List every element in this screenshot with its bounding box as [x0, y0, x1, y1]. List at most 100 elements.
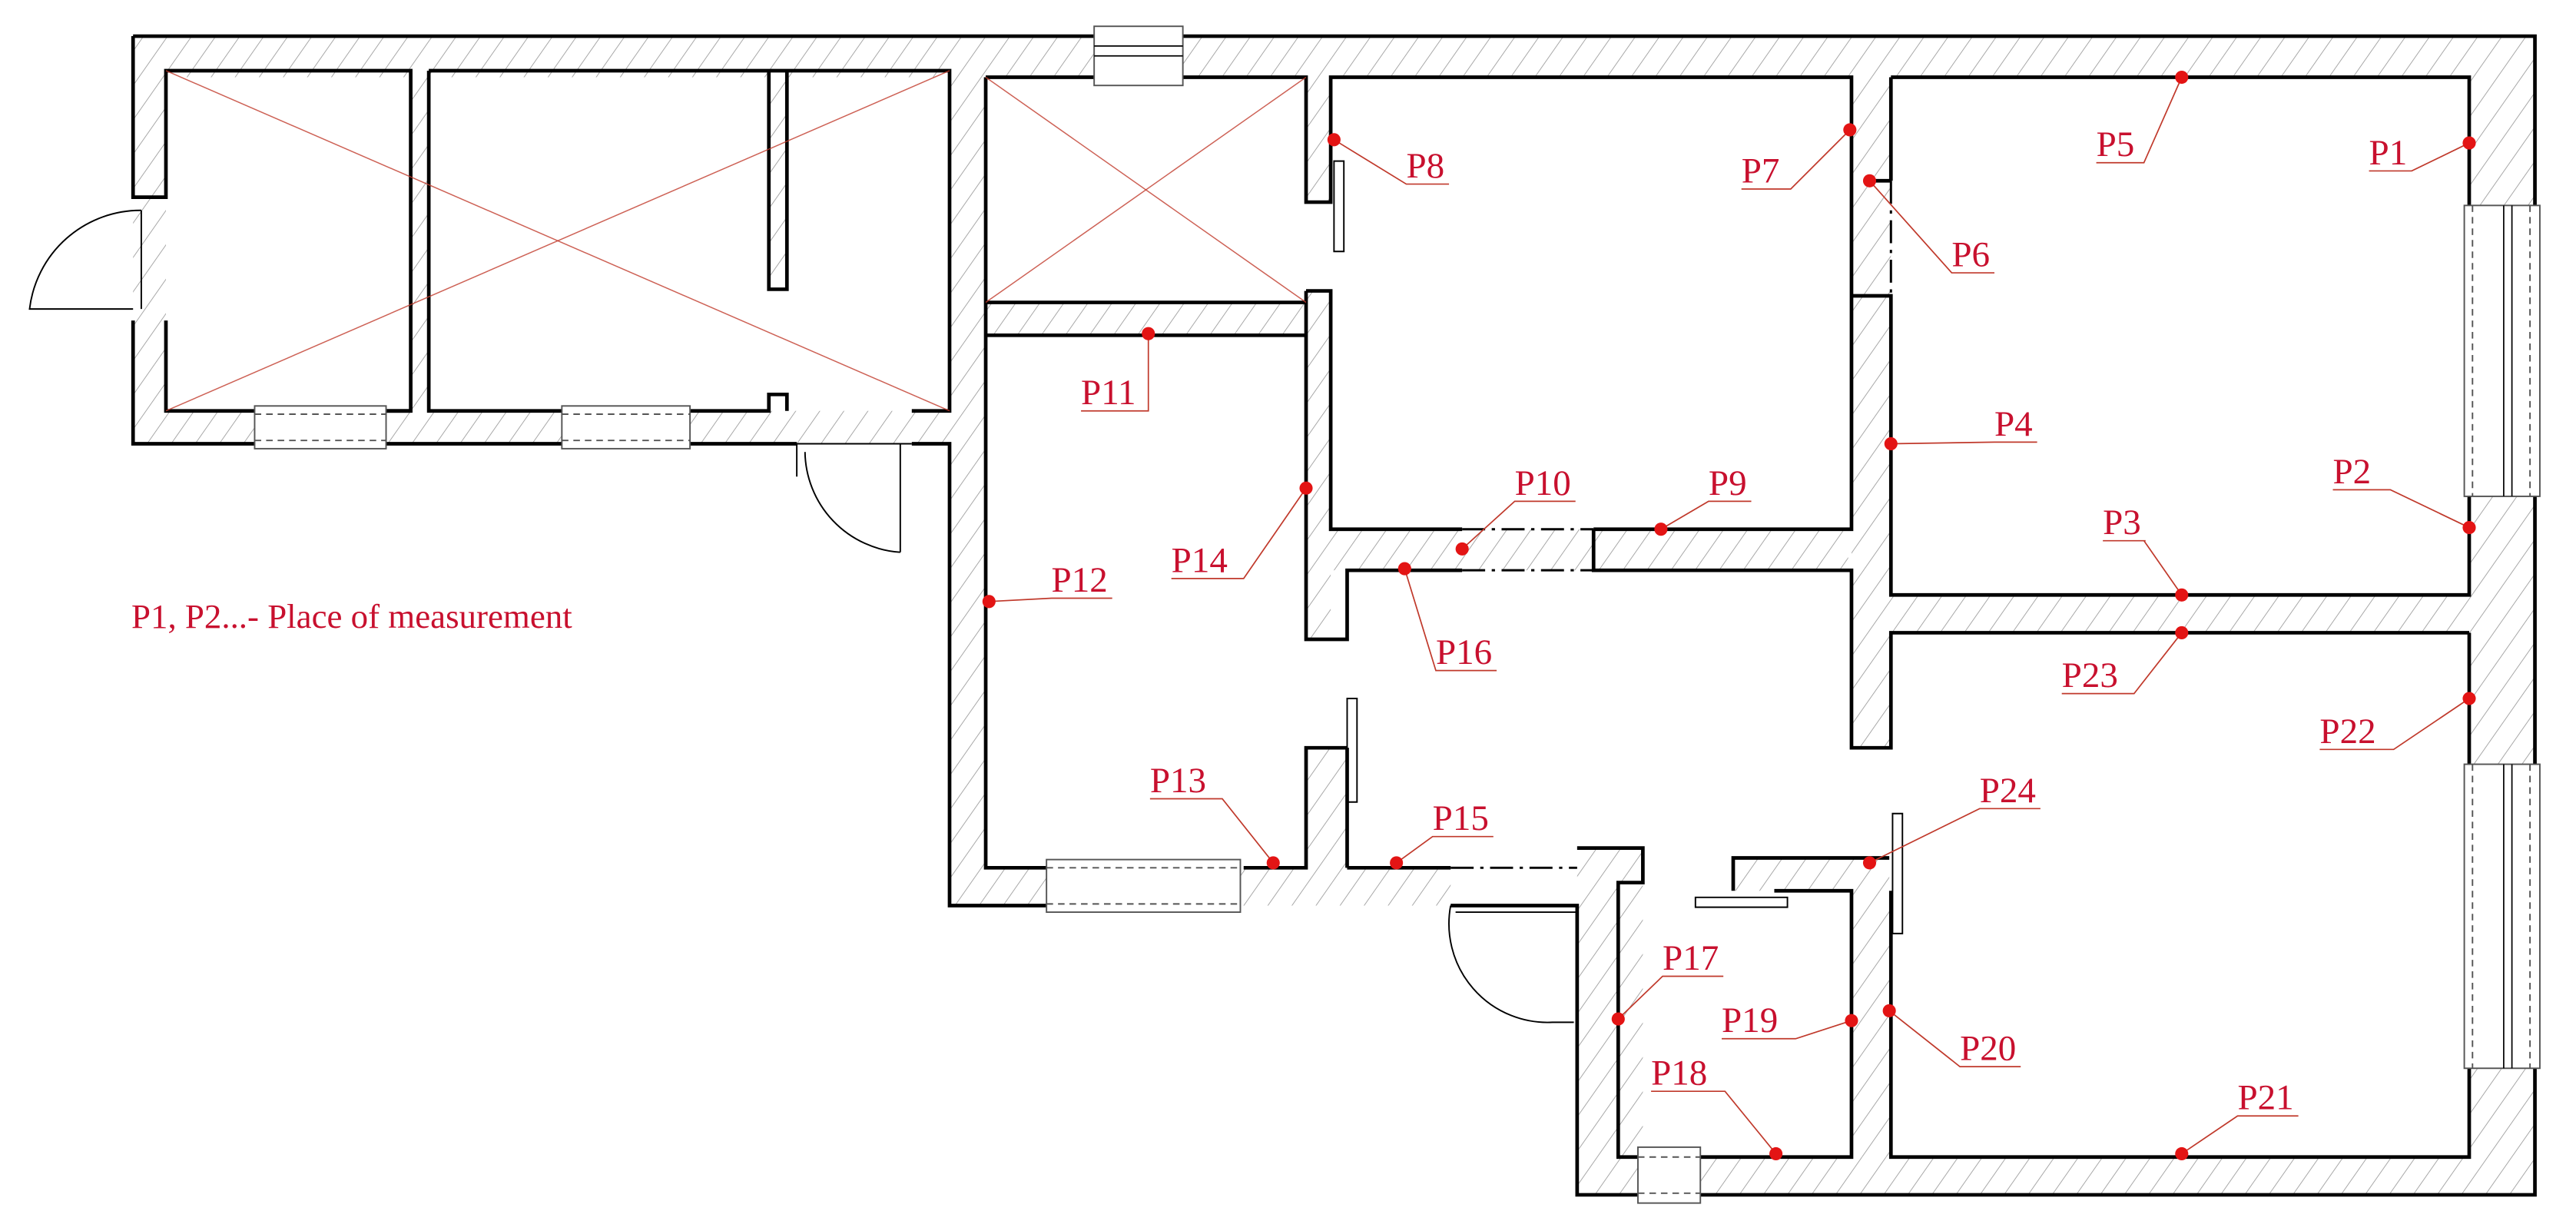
measurement-point-p8: P8 [1327, 133, 1450, 186]
leader-line [1404, 568, 1497, 672]
measurement-point-p23: P23 [2061, 625, 2189, 695]
measurement-point-p5: P5 [2096, 70, 2189, 164]
point-label: P1 [2369, 133, 2408, 173]
measurement-dot [1654, 523, 1668, 536]
walls [133, 36, 2535, 1195]
point-label: P22 [2319, 712, 2375, 752]
measurement-dot [2462, 136, 2476, 150]
measurement-point-p14: P14 [1171, 481, 1313, 580]
point-label: P17 [1663, 938, 1719, 978]
measurement-dot [2175, 70, 2189, 85]
point-label: P14 [1172, 540, 1228, 580]
measurement-point-p1: P1 [2369, 133, 2476, 173]
leader-line [1617, 975, 1724, 1020]
point-label: P16 [1436, 632, 1492, 672]
measurement-point-p11: P11 [1081, 327, 1155, 413]
leader-line [2332, 489, 2470, 529]
leader-line [2096, 77, 2183, 164]
leader-line [2181, 1115, 2299, 1155]
measurement-dot [1843, 123, 1857, 137]
measurement-dot [2175, 1146, 2189, 1161]
leader-line [1171, 487, 1307, 579]
leader-line [2061, 632, 2183, 695]
measurement-point-p21: P21 [2175, 1078, 2299, 1161]
measurement-dot [2175, 588, 2189, 602]
point-label: P4 [1994, 404, 2033, 444]
leader-line [1722, 1020, 1852, 1040]
point-label: P7 [1742, 151, 1780, 191]
doors [28, 160, 1904, 1024]
measurement-point-p16: P16 [1397, 562, 1497, 672]
leader-line [1081, 333, 1149, 412]
measurement-dot [982, 595, 996, 609]
leader-line [1461, 500, 1576, 550]
measurement-point-p10: P10 [1455, 463, 1576, 556]
point-label: P9 [1709, 463, 1747, 503]
point-label: P13 [1150, 761, 1206, 801]
leader-line [1660, 500, 1752, 530]
point-label: P11 [1081, 373, 1135, 413]
point-label: P2 [2333, 452, 2372, 492]
legend-text: P1, P2...- Place of measurement [131, 597, 572, 635]
wall-outlines [131, 34, 2537, 1197]
measurement-point-p6: P6 [1862, 174, 1995, 274]
measurement-point-p7: P7 [1741, 123, 1857, 191]
measurement-dot [1455, 542, 1469, 556]
windows [254, 25, 2541, 1204]
point-label: P3 [2103, 503, 2141, 543]
leader-line [2103, 539, 2183, 596]
leader-line [1868, 180, 1995, 274]
measurement-dot [1611, 1012, 1625, 1026]
measurement-dot [1845, 1014, 1858, 1027]
leader-line [1869, 808, 2041, 864]
measurement-dot [1142, 327, 1155, 340]
measurement-point-p20: P20 [1882, 1004, 2021, 1069]
measurement-dot [2462, 692, 2476, 705]
leader-line [989, 597, 1112, 602]
measurement-dot [2462, 521, 2476, 535]
measurement-point-p9: P9 [1654, 463, 1752, 536]
measurement-dot [1769, 1146, 1783, 1161]
measurement-point-p12: P12 [982, 560, 1112, 609]
point-label: P20 [1960, 1029, 2016, 1069]
measurement-point-p3: P3 [2103, 503, 2189, 602]
leader-line [2319, 698, 2470, 751]
point-label: P21 [2237, 1078, 2293, 1118]
measurement-dot [1862, 174, 1877, 187]
point-label: P15 [1433, 798, 1489, 838]
measurement-point-p18: P18 [1651, 1053, 1783, 1161]
measurement-point-p22: P22 [2319, 692, 2476, 752]
point-label: P5 [2097, 124, 2135, 164]
point-label: P19 [1722, 1000, 1778, 1040]
measurement-dot [1390, 856, 1404, 870]
measurement-point-p13: P13 [1149, 761, 1280, 870]
excluded-areas [165, 70, 1307, 412]
measurement-point-p4: P4 [1884, 404, 2037, 451]
measurement-point-p24: P24 [1862, 771, 2041, 870]
leader-line [1149, 798, 1274, 864]
measurement-dot [1882, 1004, 1896, 1017]
measurement-dot [1266, 856, 1280, 870]
point-label: P24 [1980, 771, 2036, 811]
point-label: P23 [2062, 655, 2118, 695]
measurement-dot [2175, 625, 2189, 640]
measurement-point-p17: P17 [1611, 938, 1724, 1026]
point-label: P6 [1951, 234, 1990, 274]
measurement-point-p19: P19 [1722, 1000, 1858, 1040]
measurement-point-p15: P15 [1390, 798, 1494, 870]
measurement-dot [1884, 436, 1898, 451]
measurement-dot [1299, 481, 1313, 495]
leader-line [1891, 441, 2037, 445]
point-label: P12 [1052, 560, 1108, 600]
leader-line [1651, 1090, 1777, 1155]
leader-line [1888, 1010, 2021, 1067]
point-label: P18 [1651, 1053, 1707, 1093]
measurement-dot [1397, 562, 1411, 576]
leader-line [1333, 139, 1450, 185]
measurement-point-p2: P2 [2332, 452, 2476, 535]
leader-line [1741, 129, 1851, 190]
leader-line [2369, 142, 2470, 172]
point-label: P10 [1515, 463, 1571, 503]
